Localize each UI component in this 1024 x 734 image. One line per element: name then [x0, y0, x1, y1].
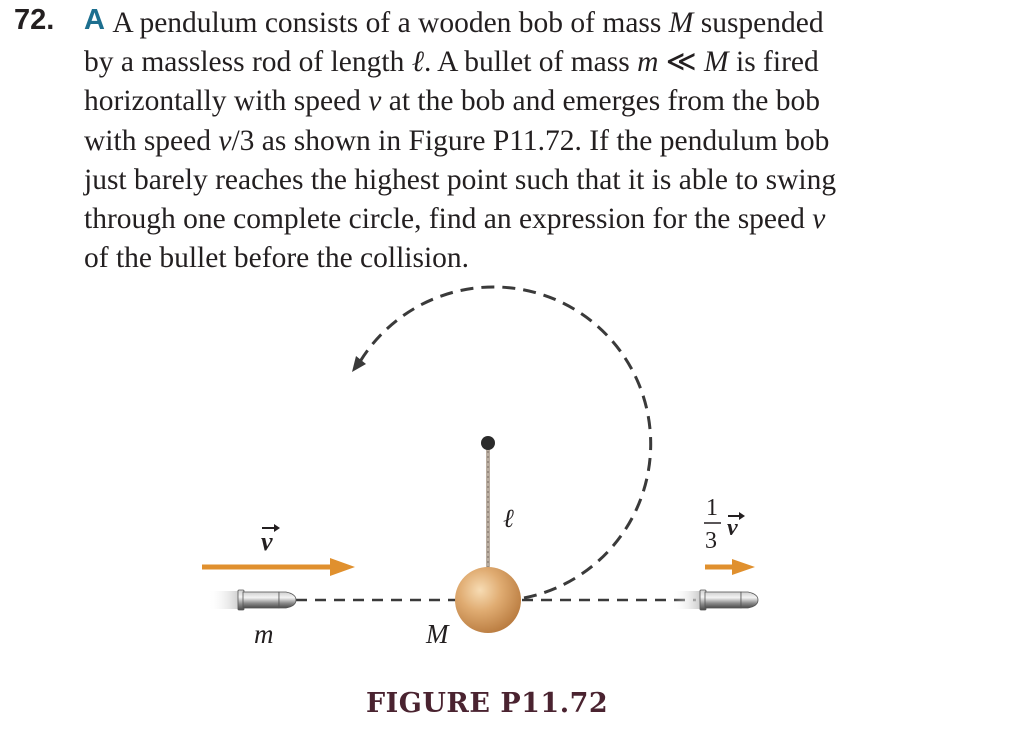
circular-path	[356, 285, 653, 600]
text-segment: /3 as shown in Figure P11.72. If the pen…	[231, 124, 830, 157]
text-segment: at the bob and emerges from the bob	[381, 85, 820, 118]
bullet-trail-left	[208, 591, 244, 609]
text-segment: horizontally with speed	[84, 85, 369, 118]
vector-arrow-icon	[739, 512, 745, 520]
path-arrowhead-icon	[352, 356, 366, 372]
arrowhead-icon	[330, 558, 355, 576]
text-segment: suspended	[693, 7, 824, 39]
var-v: v	[812, 203, 826, 236]
arrowhead-icon	[732, 559, 755, 575]
bullet-trail-right	[672, 591, 704, 609]
vector-arrow-icon	[274, 524, 280, 532]
text-segment: by a massless rod of length	[84, 46, 412, 79]
problem-line-4: with speed v/3 as shown in Figure P11.72…	[84, 122, 954, 161]
text-segment: with speed	[84, 124, 219, 157]
problem-line-5: just barely reaches the highest point su…	[84, 163, 837, 196]
var-M: M	[668, 7, 694, 39]
pivot	[481, 436, 495, 450]
problem-line-6: through one complete circle, find an exp…	[84, 200, 954, 239]
text-segment: through one complete circle, find an exp…	[84, 203, 813, 236]
text-segment: A pendulum consists of a wooden bob of m…	[112, 7, 669, 39]
var-v: v	[218, 124, 232, 157]
figure-caption: FIGURE P11.72	[366, 688, 609, 719]
var-M: M	[704, 46, 729, 79]
fraction-denominator: 3	[705, 528, 717, 554]
problem-line-3: horizontally with speed v at the bob and…	[84, 82, 954, 121]
text-segment: ≪	[658, 46, 705, 79]
problem-text: A A pendulum consists of a wooden bob of…	[84, 3, 954, 278]
problem-number: 72.	[14, 4, 55, 36]
label-bob-mass: M	[425, 619, 450, 649]
fraction-numerator: 1	[706, 495, 718, 521]
bullet-right-icon	[699, 589, 759, 611]
var-l: ℓ	[411, 46, 425, 79]
v-vector: v	[261, 527, 273, 556]
label-bullet-mass: m	[254, 619, 274, 649]
difficulty-badge: A	[84, 4, 105, 36]
label-rod-length: ℓ	[503, 504, 514, 533]
var-v: v	[368, 85, 382, 118]
var-m: m	[637, 46, 659, 79]
text-segment: . A bullet of mass	[424, 46, 638, 79]
problem-line-7: of the bullet before the collision.	[84, 242, 470, 275]
bullet-left-icon	[237, 589, 297, 611]
label-initial-velocity: v	[261, 524, 280, 556]
label-final-velocity: 1 3 v	[704, 495, 745, 554]
v-vector: v	[727, 515, 738, 541]
pendulum-bob	[455, 567, 521, 633]
text-segment: is fired	[728, 46, 819, 79]
problem-line-1: A A pendulum consists of a wooden bob of…	[84, 3, 954, 43]
problem-line-2: by a massless rod of length ℓ. A bullet …	[84, 43, 954, 82]
